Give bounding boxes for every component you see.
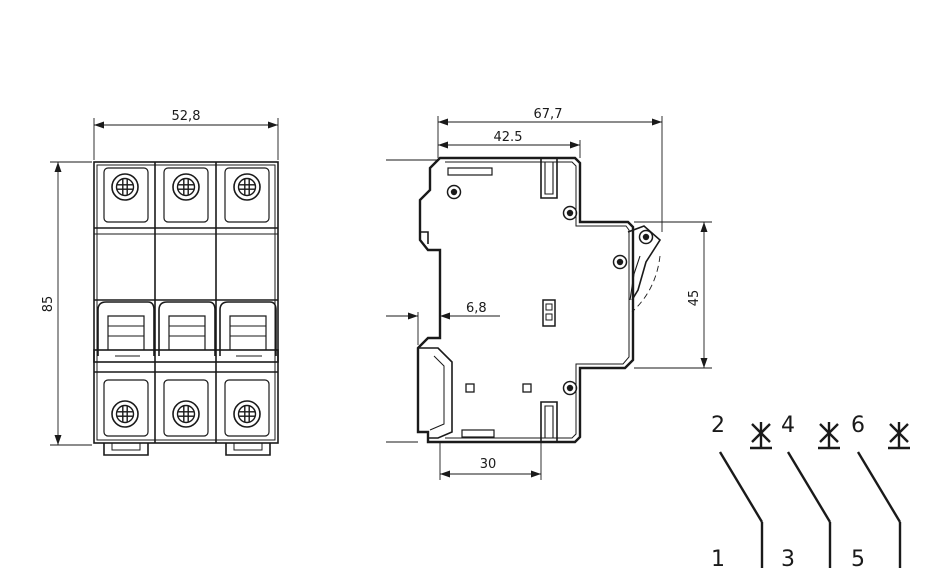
rail-offset-dimension xyxy=(386,312,500,345)
terminal-label-bottom-2: 3 xyxy=(781,547,795,572)
rivet-icon xyxy=(562,205,578,221)
terminal-label-top-3: 6 xyxy=(851,413,865,438)
din-clip-left xyxy=(103,443,149,456)
handle-height-label: 45 xyxy=(687,290,702,307)
din-clip-right xyxy=(225,443,271,456)
rail-width-label: 30 xyxy=(480,457,497,472)
switch-contact-2 xyxy=(786,451,832,523)
top-terminal-housing xyxy=(163,167,209,223)
bottom-terminal-housing xyxy=(163,379,209,437)
total-depth-dimension xyxy=(437,116,663,232)
handle-tie-bar xyxy=(93,349,279,363)
latch xyxy=(542,299,556,327)
terminal-label-top-2: 4 xyxy=(781,413,795,438)
side-body-outline xyxy=(416,156,635,444)
top-terminal-housing xyxy=(224,167,270,223)
contact-mark-icon xyxy=(816,420,842,450)
front-height-dimension xyxy=(50,161,92,446)
front-width-dimension xyxy=(93,118,279,160)
shoulder-depth-dimension xyxy=(438,140,581,158)
top-terminal-housing xyxy=(103,167,149,223)
terminal-screw-icon xyxy=(172,400,200,428)
total-depth-label: 67,7 xyxy=(534,107,563,122)
switch-contact-1 xyxy=(718,451,764,523)
contact-mark-icon xyxy=(886,420,912,450)
terminal-label-top-1: 2 xyxy=(711,413,725,438)
terminal-screw-icon xyxy=(111,173,139,201)
contact-mark-icon xyxy=(748,420,774,450)
handle-height-dimension xyxy=(634,221,712,369)
rivet-icon xyxy=(612,254,628,270)
terminal-label-bottom-3: 5 xyxy=(851,547,865,572)
switch-contact-3 xyxy=(856,451,902,523)
rivet-icon xyxy=(446,184,462,200)
terminal-screw-icon xyxy=(172,173,200,201)
rail-width-dimension xyxy=(439,442,542,480)
side-handle-lever xyxy=(627,225,662,301)
front-body-outline xyxy=(93,161,279,444)
front-body-inner-outline xyxy=(96,164,276,441)
front-view xyxy=(93,161,279,456)
front-width-label: 52,8 xyxy=(172,109,201,124)
shoulder-depth-label: 42.5 xyxy=(494,130,523,145)
terminal-screw-icon xyxy=(233,173,261,201)
bottom-terminal-housing xyxy=(103,379,149,437)
front-height-label: 85 xyxy=(41,296,56,313)
side-view xyxy=(386,156,662,444)
terminal-screw-icon xyxy=(111,400,139,428)
circuit-schematic xyxy=(718,420,912,568)
toggle-handles xyxy=(97,301,277,356)
rivet-icon xyxy=(562,380,578,396)
terminal-screw-icon xyxy=(233,400,261,428)
terminal-label-bottom-1: 1 xyxy=(711,547,725,572)
bottom-terminal-housing xyxy=(224,379,270,437)
rail-offset-label: 6,8 xyxy=(466,301,487,316)
